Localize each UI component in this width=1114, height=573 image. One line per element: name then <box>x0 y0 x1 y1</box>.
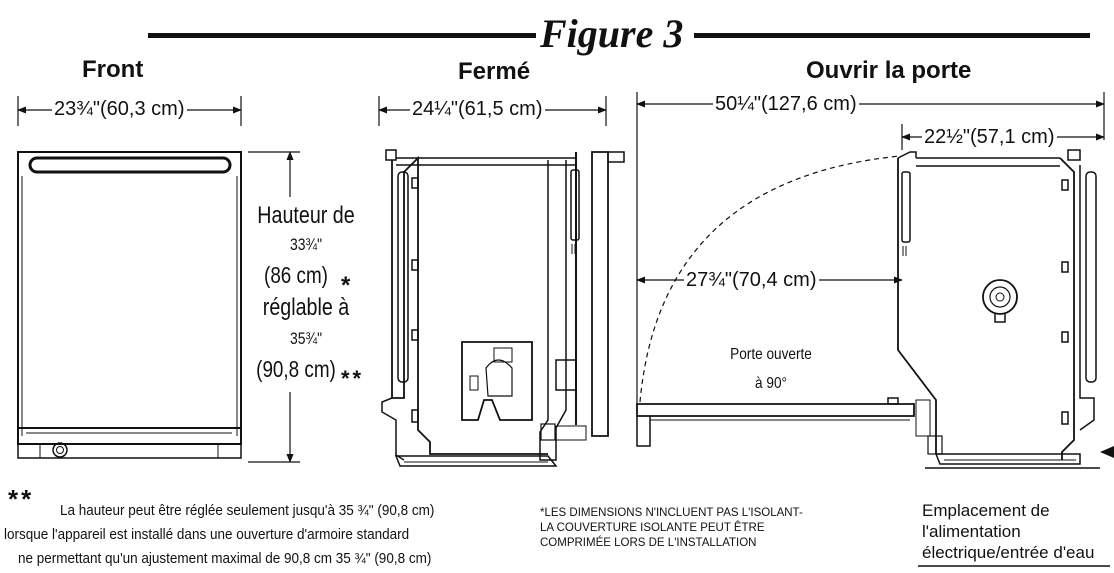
open-view-heading: Ouvrir la porte <box>806 57 972 84</box>
double-star-marker: ** <box>341 366 365 391</box>
front-width-label: 23¾"(60,3 cm) <box>52 98 187 120</box>
front-height-dimension <box>248 151 300 463</box>
open-side-view <box>636 149 1100 469</box>
door-open-note-line2: à 90° <box>755 375 787 392</box>
footnote-single-star-line3: COMPRIMÉE LORS DE L'INSTALLATION <box>540 537 757 549</box>
front-height-line5: 35¾" <box>289 329 323 348</box>
single-star-marker: * <box>341 272 354 299</box>
title-rule-right <box>694 33 1090 38</box>
front-height-line2: 33¾" <box>289 235 323 254</box>
footnote-double-star-line2: lorsque l'appareil est installé dans une… <box>4 526 410 543</box>
footnote-double-star-line1: La hauteur peut être réglée seulement ju… <box>60 502 435 519</box>
closed-width-label: 24¼"(61,5 cm) <box>410 98 545 120</box>
callout-line2: l'alimentation <box>922 522 1021 541</box>
footnote-single-star-line1: *LES DIMENSIONS N'INCLUENT PAS L'ISOLANT… <box>540 507 803 519</box>
footnote-double-star-marker: ** <box>8 484 35 514</box>
callout-line1: Emplacement de <box>922 501 1050 520</box>
figure-title: Figure 3 <box>540 11 684 56</box>
open-tub-depth-label: 22½"(57,1 cm) <box>922 126 1057 148</box>
closed-view-heading: Fermé <box>458 58 531 85</box>
open-door-reach-label: 27¾"(70,4 cm) <box>684 269 819 291</box>
open-total-depth-label: 50¼"(127,6 cm) <box>713 93 859 115</box>
callout-line3: électrique/entrée d'eau <box>922 543 1095 562</box>
door-swing-arc <box>639 155 901 403</box>
front-view-dishwasher <box>17 151 242 459</box>
front-view-heading: Front <box>82 56 144 83</box>
front-height-line4: réglable à <box>262 294 350 321</box>
supply-location-arrow <box>1100 446 1114 458</box>
footnote-single-star-line2: LA COUVERTURE ISOLANTE PEUT ÊTRE <box>540 522 765 534</box>
door-open-note-line1: Porte ouverte <box>730 346 812 363</box>
front-height-line1: Hauteur de <box>257 202 355 229</box>
front-height-line3: (86 cm) <box>264 262 328 288</box>
closed-side-view <box>381 149 625 467</box>
front-height-line6: (90,8 cm) <box>256 356 336 382</box>
title-rule-left <box>148 33 536 38</box>
footnote-double-star-line3: ne permettant qu'un ajustement maximal d… <box>18 550 432 567</box>
